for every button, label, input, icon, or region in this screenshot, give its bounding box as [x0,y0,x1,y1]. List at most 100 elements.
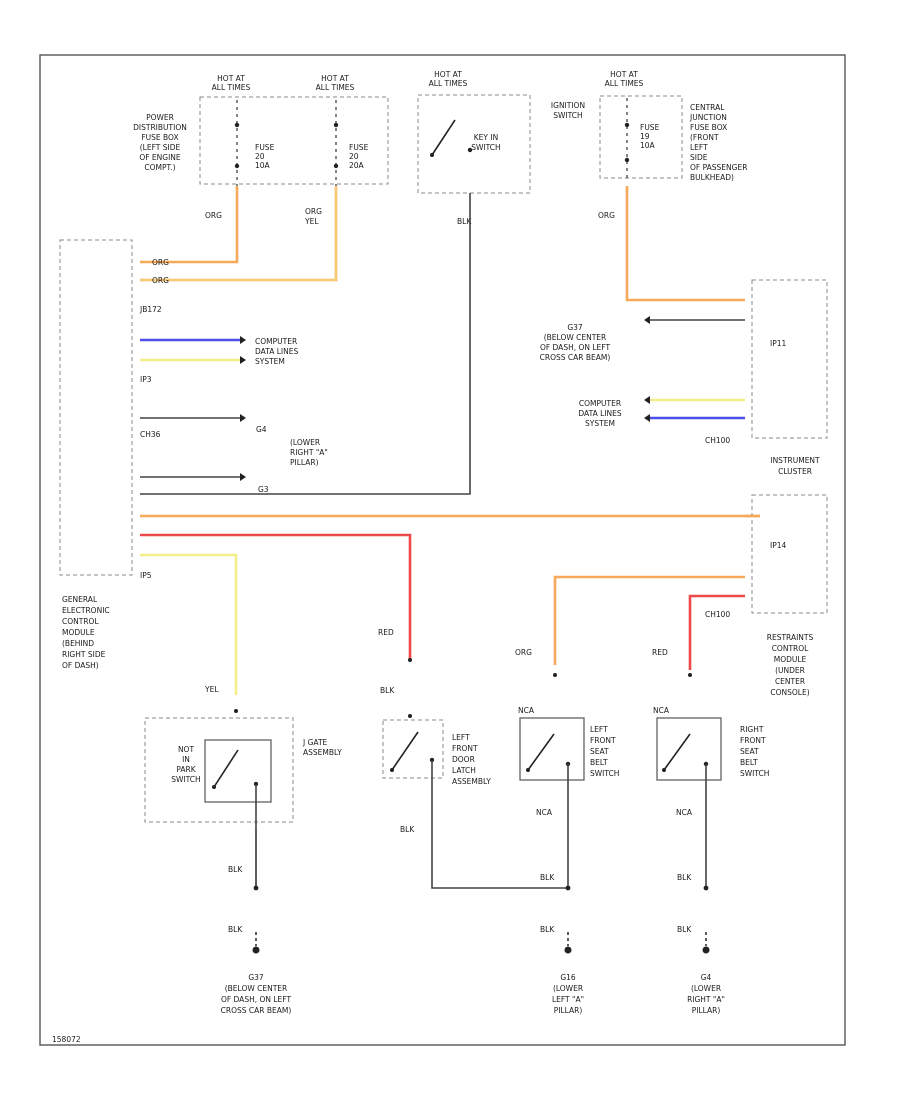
computer-data-lines-label-line: COMPUTER [579,399,621,408]
splice-dot [624,122,630,128]
left-seat-belt-label-line: FRONT [590,736,616,745]
g37-label-line: CROSS CAR BEAM) [540,353,611,362]
ground-g4-label-line: (LOWER [691,984,721,993]
not-in-park-switch-body [204,739,272,803]
wire-blk-door-ground [431,760,568,889]
fuse-label-line: 20 [255,152,265,161]
central-junction-label-line: LEFT [690,143,708,152]
connector-pin [234,709,238,713]
wire-label-org: ORG [205,211,222,220]
left-seat-belt-label-line: LEFT [590,725,608,734]
wire-yel-jgate [140,553,238,695]
left-belt-switch-blade [527,733,555,771]
central-junction-label-line: JUNCTION [689,113,727,122]
splice-dot [234,163,240,169]
wire-label-red: RED [652,648,668,657]
splice-dot [253,885,259,891]
restraints-module-label-line: CONTROL [772,644,809,653]
lower-right-a-pillar-label-line: PILLAR) [290,458,319,467]
power-distribution-label-line: POWER [146,113,174,122]
ground-g37-symbol [252,946,260,954]
fuse-label-line: 10A [255,161,271,170]
ground-g37-label-line: G37 [248,973,264,982]
left-belt-switch-body [519,717,585,781]
ground-g16-label-line: (LOWER [553,984,583,993]
ground-g37-label-line: (BELOW CENTER [225,984,288,993]
connector-pin [688,673,692,677]
wire-label-blk: BLK [400,825,415,834]
wire-label-org: ORG [515,648,532,657]
wire-label-nca: NCA [676,808,693,817]
computer-data-lines-label-line: SYSTEM [585,419,615,428]
left-seat-belt-label-line: BELT [590,758,608,767]
splice-dot [333,122,339,128]
gem-module-box [59,239,133,576]
restraints-module-label: RESTRAINTSCONTROLMODULE(UNDERCENTERCONSO… [767,633,814,697]
not-in-park-switch-label-line: IN [182,755,190,764]
wire-label-blk: BLK [228,925,243,934]
ground-g37-label-line: OF DASH, ON LEFT [221,995,292,1004]
central-junction-label-line: OF PASSENGER [690,163,747,172]
right-seat-belt-label-line: SEAT [740,747,759,756]
connector-label-ip14: IP14 [770,541,787,550]
restraints-module-label-line: CENTER [775,677,805,686]
gem-module-label-line: GENERAL [62,595,98,604]
wire-label-blk: BLK [540,873,555,882]
left-seat-belt-label-line: SWITCH [590,769,619,778]
connector-label-ch100: CH100 [705,610,730,619]
key-in-switch-label-line: SWITCH [471,143,500,152]
j-gate-assembly-box [144,717,294,823]
g37-label-line: G37 [567,323,583,332]
splice-dot [333,163,339,169]
wire-label-nca: NCA [653,706,670,715]
fuse-label-line: 20 [349,152,359,161]
wire-org-fuse20 [140,186,239,264]
connector-pin [408,714,412,718]
left-door-latch-label-line: LEFT [452,733,470,742]
data-arrow [644,414,650,422]
hot-at-all-times-label-line: HOT AT [321,74,349,83]
power-distribution-label-line: (LEFT SIDE [140,143,181,152]
ground-g16-label-line: LEFT "A" [552,995,584,1004]
wire-label-blk: BLK [677,925,692,934]
computer-data-lines-label-line: DATA LINES [255,347,298,356]
central-junction-label-line: SIDE [690,153,708,162]
connector-label-ip3: IP3 [140,375,152,384]
switch-pivot [212,785,216,789]
ground-ref-g3: G3 [258,485,269,494]
wire-label-yel: YEL [204,685,219,694]
wire-blk-keyin [140,193,471,495]
switch-pivot [390,768,394,772]
g37-label-line: OF DASH, ON LEFT [540,343,611,352]
instrument-cluster-box [751,279,828,439]
ignition-switch-box [417,94,531,194]
gem-module-label-line: ELECTRONIC [62,606,110,615]
wire-label-blk: BLK [380,686,395,695]
hot-at-all-times-label-line: HOT AT [610,70,638,79]
splice-dot [565,885,571,891]
ignition-switch-label-line: IGNITION [551,101,585,110]
ignition-switch-blade [431,119,456,156]
ground-g4-label-line: G4 [701,973,712,982]
not-in-park-switch-label-line: PARK [176,765,196,774]
restraints-module-box [751,494,828,614]
hot-at-all-times-label-line: ALL TIMES [605,79,644,88]
data-arrow [240,356,246,364]
wire-label-blk: BLK [457,217,472,226]
splice-dot [234,122,240,128]
central-junction-label-line: BULKHEAD) [690,173,734,182]
key-in-switch-label-line: KEY IN [474,133,498,142]
ground-g16-symbol [564,946,572,954]
